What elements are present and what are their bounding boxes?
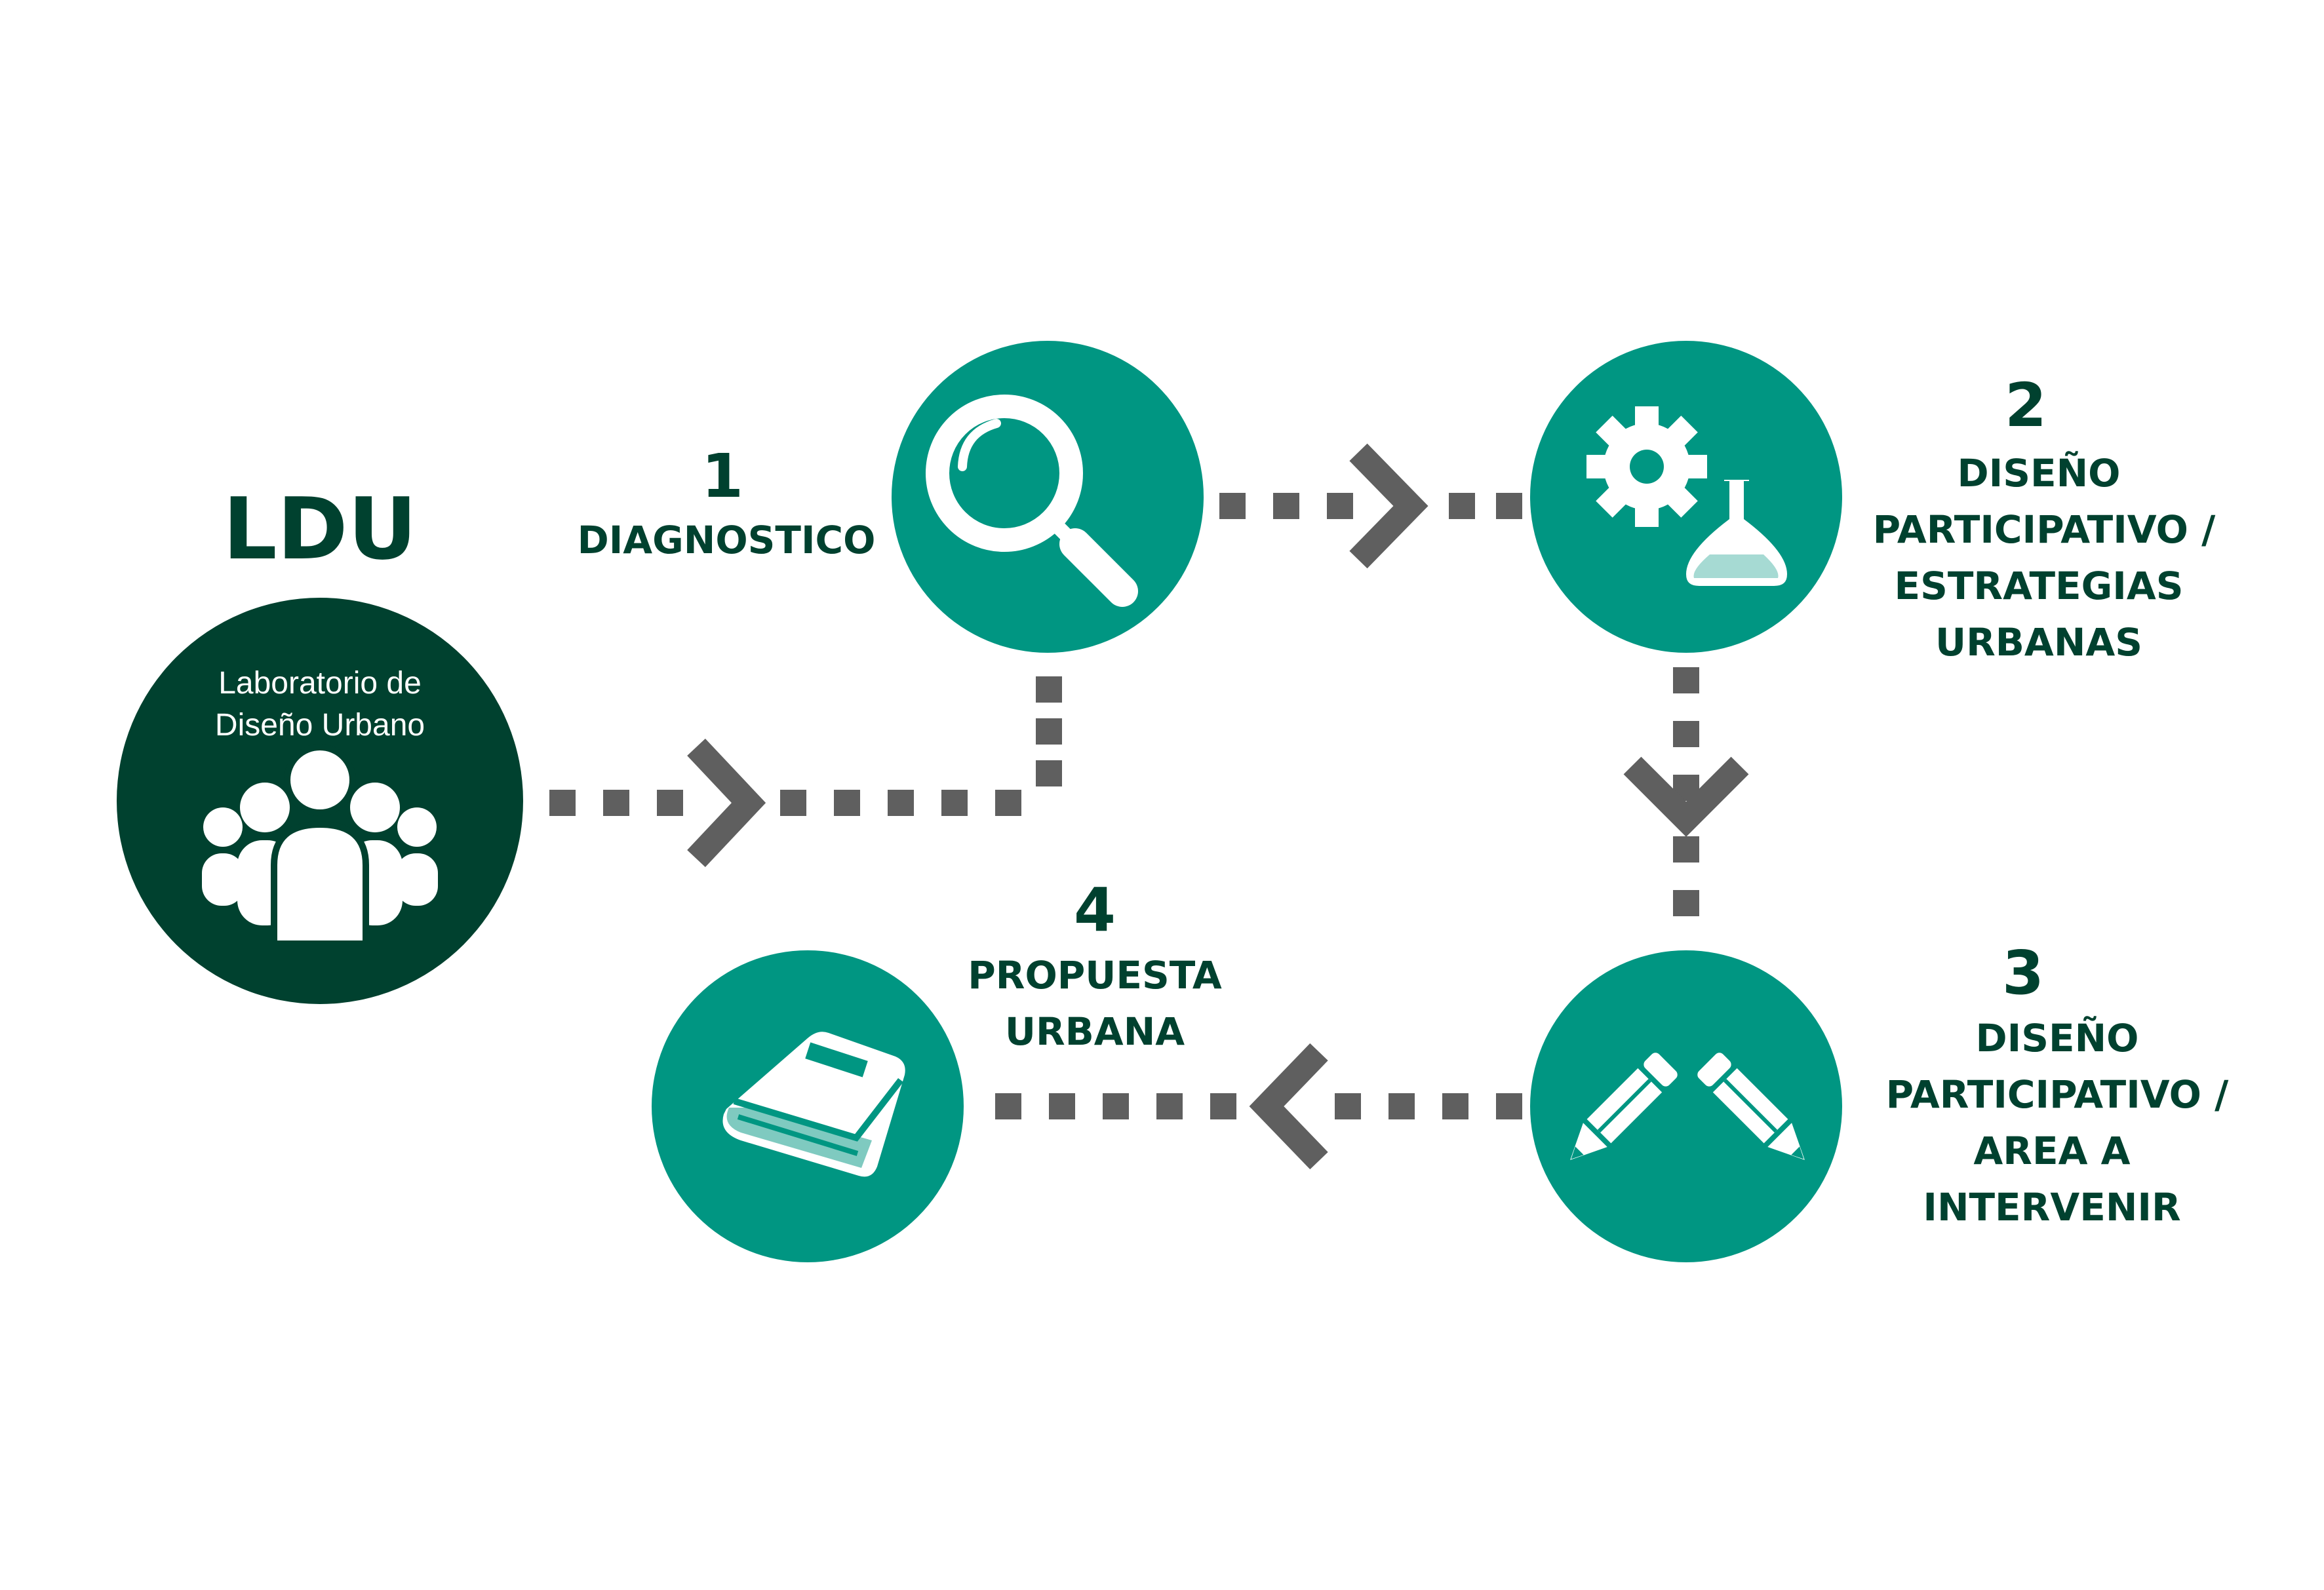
connector-step2-to-step3 [1673,667,1699,916]
step4-number: 4 [1074,875,1116,945]
step3-label-line1: DISEÑO [1976,1015,2139,1060]
step3-number: 3 [2002,938,2044,1008]
connector-step3-to-step4 [995,1093,1522,1119]
pencils-icon [1570,1053,1805,1160]
connector-ldu-to-step1 [549,676,1062,816]
ldu-subtitle-line2: Diseño Urbano [215,708,425,743]
step3-label-line2: PARTICIPATIVO / [1886,1072,2229,1117]
people-group-icon [202,744,438,947]
step3-label-line4: INTERVENIR [1923,1185,2180,1230]
step3-label-line3: AREA A [1973,1129,2130,1173]
arrow-chevron-right-1 [687,738,766,868]
arrow-chevron-right-2 [1349,443,1428,569]
step4-label-line2: URBANA [1005,1009,1185,1054]
step1-label-line1: DIAGNOSTICO [578,518,876,562]
arrow-chevron-left [1249,1043,1328,1170]
step2-label-line4: URBANAS [1935,620,2142,665]
ldu-subtitle-line1: Laboratorio de [218,666,422,701]
connector-step1-to-step2 [1219,493,1522,519]
step4-label-line1: PROPUESTA [968,953,1222,998]
step2-number: 2 [2005,370,2047,440]
arrow-chevron-down [1623,756,1749,837]
magnifying-glass-icon [926,395,1138,607]
step3-circle [1530,950,1842,1262]
step1-number: 1 [701,441,743,511]
gear-icon [1586,406,1707,527]
ldu-title: LDU [223,479,417,579]
step2-label-line1: DISEÑO [1958,450,2121,495]
step2-label-line2: PARTICIPATIVO / [1873,507,2216,552]
flask-icon [1680,475,1793,591]
gear-flask-icon [1586,406,1793,591]
book-icon [722,1032,905,1177]
step2-label-line3: ESTRATEGIAS [1894,564,2183,608]
